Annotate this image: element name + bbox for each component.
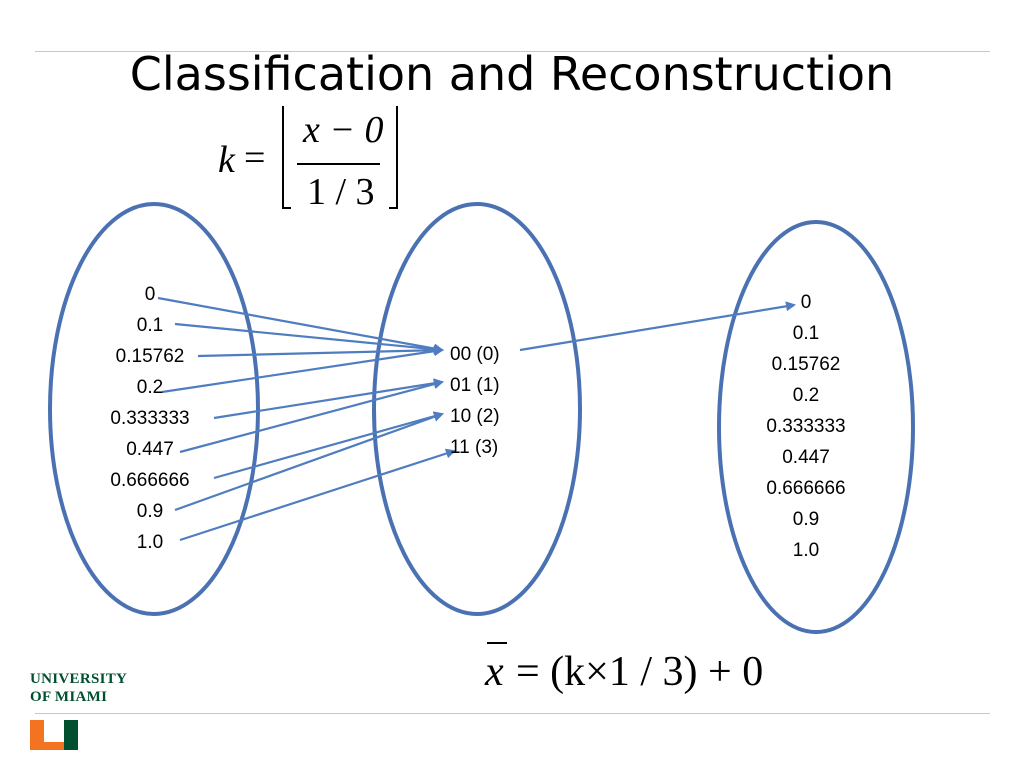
u-logo-icon — [30, 720, 78, 750]
arrow-0.447-to-01 — [179, 379, 444, 454]
k-numerator: x − 0 — [303, 109, 384, 151]
input-value: 0.333333 — [110, 408, 190, 429]
arrow-0.666666-to-10 — [213, 411, 444, 480]
input-value: 0.15762 — [115, 346, 185, 367]
arrow-0-to-00 — [157, 296, 444, 354]
code-item: 10 (2) — [450, 406, 500, 427]
xbar-rhs: = (k×1 / 3) + 0 — [516, 649, 764, 695]
input-value: 0.1 — [136, 315, 164, 336]
reconstructed-value: 0.666666 — [766, 478, 846, 499]
reconstructed-value: 0.447 — [782, 447, 830, 468]
logo-line-university: UNIVERSITY — [30, 671, 128, 687]
input-value: 1.0 — [136, 532, 164, 553]
arrow-1.0-to-11 — [179, 448, 456, 542]
input-value: 0.2 — [136, 377, 164, 398]
xbar-var: x — [485, 649, 504, 695]
bottom-rule — [35, 713, 990, 714]
reconstructed-values-list: 0 0.1 0.15762 0.2 0.333333 0.447 0.66666… — [736, 287, 876, 566]
arrow-0.9-to-10 — [174, 412, 444, 512]
input-value: 0 — [144, 284, 156, 305]
output-ellipse — [717, 220, 915, 634]
reconstructed-value: 0.9 — [792, 509, 820, 530]
arrow-0.333333-to-01 — [213, 378, 444, 420]
university-logo: UNIVERSITY OF MIAMI — [30, 670, 160, 760]
arrow-0.15762-to-00 — [197, 345, 444, 358]
code-item: 11 (3) — [450, 437, 499, 458]
code-ellipse — [372, 202, 582, 616]
reconstructed-value: 0 — [800, 292, 812, 313]
reconstructed-value: 0.1 — [792, 323, 820, 344]
slide-title: Classification and Reconstruction — [129, 47, 895, 101]
code-list: 00 (0) 01 (1) 10 (2) 11 (3) — [450, 339, 530, 463]
arrow-0.1-to-00 — [174, 322, 444, 355]
arrow-00-to-0 — [519, 301, 796, 352]
input-ellipse — [48, 202, 260, 616]
k-equals: = — [244, 137, 266, 179]
floor-brackets — [282, 106, 398, 209]
input-values-list: 0 0.1 0.15762 0.2 0.333333 0.447 0.66666… — [80, 279, 220, 558]
input-value: 0.666666 — [110, 470, 190, 491]
input-value: 0.9 — [136, 501, 164, 522]
k-lhs: k — [218, 139, 235, 181]
arrow-0.2-to-00 — [161, 346, 444, 394]
input-value: 0.447 — [126, 439, 174, 460]
code-item: 01 (1) — [450, 375, 500, 396]
reconstructed-value: 0.15762 — [771, 354, 841, 375]
reconstructed-value: 1.0 — [792, 540, 820, 561]
k-denominator: 1 / 3 — [307, 171, 375, 213]
top-rule — [35, 51, 990, 52]
reconstructed-value: 0.2 — [792, 385, 820, 406]
logo-line-of-miami: OF MIAMI — [30, 689, 108, 705]
reconstructed-value: 0.333333 — [766, 416, 846, 437]
mapping-arrows — [157, 296, 796, 542]
code-item: 00 (0) — [450, 344, 500, 365]
